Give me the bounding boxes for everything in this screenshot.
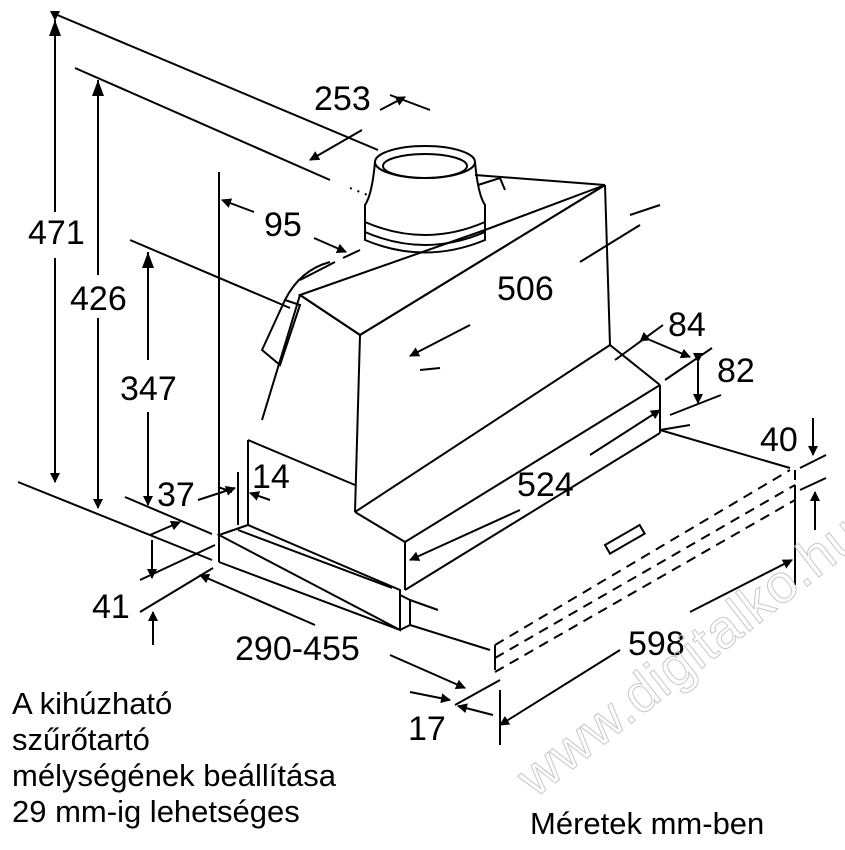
dimension-41: 41 xyxy=(92,588,130,626)
note-line-2: szűrőtartó xyxy=(12,722,150,757)
dimension-17: 17 xyxy=(408,710,446,748)
duct-connector xyxy=(364,145,486,254)
filter-depth-note: A kihúzható szűrőtartó mélységének beáll… xyxy=(12,686,336,830)
dimension-471: 471 xyxy=(28,214,85,252)
dimension-524: 524 xyxy=(517,466,574,504)
dimension-14: 14 xyxy=(252,458,290,496)
dimension-347: 347 xyxy=(120,370,177,408)
dimension-82: 82 xyxy=(717,352,755,390)
hood-body xyxy=(247,174,661,591)
dimension-84: 84 xyxy=(668,306,706,344)
dimension-598: 598 xyxy=(628,625,685,663)
dimension-37: 37 xyxy=(157,476,195,514)
units-label: Méretek mm-ben xyxy=(530,806,765,841)
dimension-506: 506 xyxy=(497,270,554,308)
dimension-253: 253 xyxy=(314,80,371,118)
note-line-1: A kihúzható xyxy=(12,686,173,721)
note-line-3: mélységének beállítása xyxy=(12,758,336,793)
dimension-95: 95 xyxy=(264,206,302,244)
dimension-426: 426 xyxy=(70,280,127,318)
dimension-40: 40 xyxy=(760,421,798,459)
note-line-4: 29 mm-ig lehetséges xyxy=(12,794,300,829)
filter-drawer xyxy=(216,424,791,651)
dimension-290-455: 290-455 xyxy=(235,630,360,668)
